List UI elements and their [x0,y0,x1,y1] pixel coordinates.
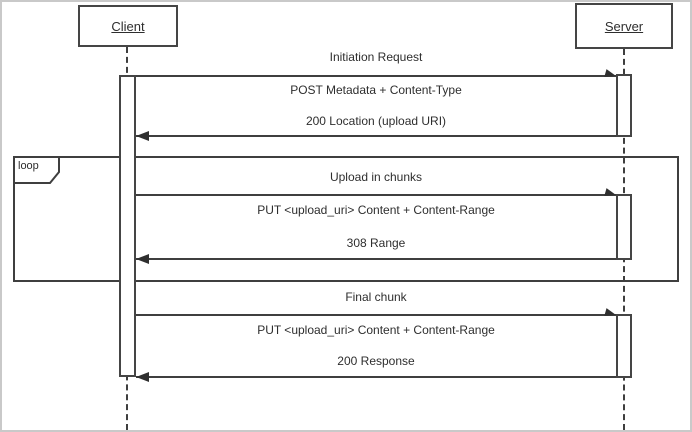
arrowhead-to-server-3 [604,308,618,319]
message-text-308-range: 308 Range [346,236,406,250]
message-line-200-location [136,135,616,137]
message-text-put-final: PUT <upload_uri> Content + Content-Range [257,323,495,337]
section-label-initiation: Initiation Request [329,50,423,64]
actor-client-box: Client [78,5,178,47]
loop-fragment-frame [13,156,679,282]
loop-fragment-label: loop [18,160,39,172]
server-activation-bar-3 [616,314,632,378]
client-activation-bar [119,75,136,377]
message-line-200-response [136,376,616,378]
actor-client-label: Client [111,18,145,34]
arrowhead-to-client-3 [136,372,149,382]
message-line-308-range [136,258,616,260]
arrowhead-to-client-1 [136,131,149,141]
arrowhead-to-client-2 [136,254,149,264]
actor-server-label: Server [604,18,644,34]
message-line-put-final [136,314,616,316]
message-text-put-chunk: PUT <upload_uri> Content + Content-Range [257,203,495,217]
message-text-200-response: 200 Response [337,354,415,368]
section-label-final-chunk: Final chunk [345,290,407,304]
loop-fragment-tab [13,156,60,184]
message-text-post-metadata: POST Metadata + Content-Type [290,83,462,97]
message-line-put-chunk [136,194,616,196]
message-line-post-metadata [136,75,616,77]
server-activation-bar-1 [616,74,632,137]
actor-server-box: Server [575,3,673,49]
section-label-upload-chunks: Upload in chunks [329,170,423,184]
arrowhead-to-server-1 [604,69,618,80]
message-text-200-location: 200 Location (upload URI) [305,114,447,128]
server-activation-bar-2 [616,194,632,260]
